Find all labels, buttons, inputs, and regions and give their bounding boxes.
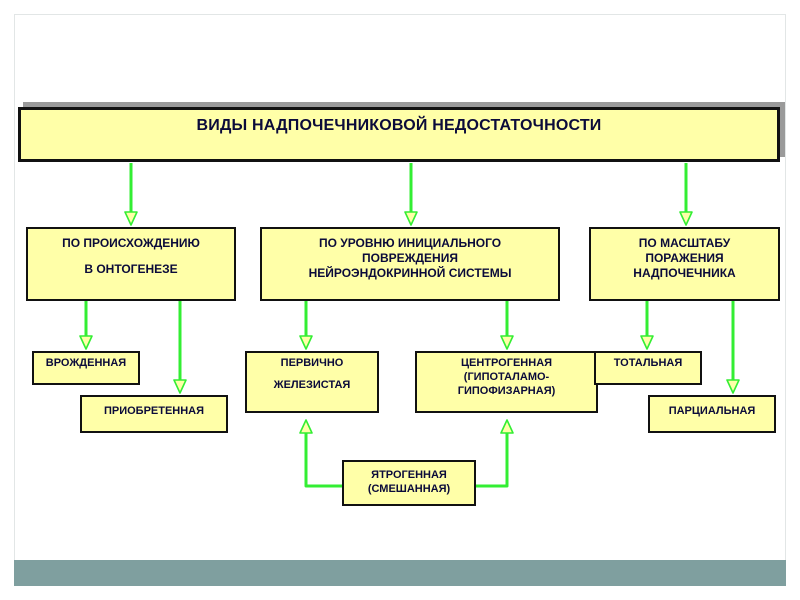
arrowhead-central (500, 335, 514, 350)
leaf-partial: ПАРЦИАЛЬНАЯ (648, 395, 776, 433)
diagram-title: ВИДЫ НАДПОЧЕЧНИКОВОЙ НЕДОСТАТОЧНОСТИ (18, 107, 780, 162)
category-level-line1: ПО УРОВНЮ ИНИЦИАЛЬНОГО (318, 236, 502, 250)
category-scale: ПО МАСШТАБУ ПОРАЖЕНИЯ НАДПОЧЕЧНИКА (589, 227, 780, 301)
leaf-primary-line2: ЖЕЛЕЗИСТАЯ (273, 378, 351, 391)
leaf-congenital-text: ВРОЖДЕННАЯ (45, 357, 127, 369)
category-scale-line2: ПОРАЖЕНИЯ (645, 251, 724, 265)
leaf-central-line1: ЦЕНТРОГЕННАЯ (460, 357, 553, 369)
category-origin: ПО ПРОИСХОЖДЕНИЮ В ОНТОГЕНЕЗЕ (26, 227, 236, 301)
arrowhead-acquired (173, 379, 187, 394)
category-origin-line1: ПО ПРОИСХОЖДЕНИЮ (62, 236, 200, 250)
leaf-iatrogenic-line2: (СМЕШАННАЯ) (367, 483, 451, 495)
diagram-title-text: ВИДЫ НАДПОЧЕЧНИКОВОЙ НЕДОСТАТОЧНОСТИ (196, 116, 602, 134)
leaf-primary: ПЕРВИЧНО ЖЕЛЕЗИСТАЯ (245, 351, 379, 413)
category-origin-line2: В ОНТОГЕНЕЗЕ (84, 262, 178, 276)
footer-bar (14, 560, 786, 586)
arrowhead-up-central (500, 419, 514, 434)
category-scale-line3: НАДПОЧЕЧНИКА (633, 266, 736, 280)
arrow-iatrogenic-to-central (476, 433, 509, 488)
arrow-iatrogenic-to-primary (304, 433, 342, 488)
arrowhead-up-primary (299, 419, 313, 434)
leaf-primary-line1: ПЕРВИЧНО (280, 357, 344, 369)
arrowhead-origin (124, 211, 138, 226)
category-level: ПО УРОВНЮ ИНИЦИАЛЬНОГО ПОВРЕЖДЕНИЯ НЕЙРО… (260, 227, 560, 301)
leaf-partial-text: ПАРЦИАЛЬНАЯ (668, 405, 756, 417)
leaf-total-text: ТОТАЛЬНАЯ (613, 357, 683, 369)
leaf-congenital: ВРОЖДЕННАЯ (32, 351, 140, 385)
leaf-iatrogenic: ЯТРОГЕННАЯ (СМЕШАННАЯ) (342, 460, 476, 506)
category-level-line2: ПОВРЕЖДЕНИЯ (362, 251, 458, 265)
arrowhead-level (404, 211, 418, 226)
arrowhead-primary (299, 335, 313, 350)
arrowhead-total (640, 335, 654, 350)
leaf-acquired-text: ПРИОБРЕТЕННАЯ (103, 405, 205, 417)
arrowhead-partial (726, 379, 740, 394)
leaf-central-line2: (ГИПОТАЛАМО- (463, 370, 550, 383)
arrowhead-scale (679, 211, 693, 226)
leaf-central-line3: ГИПОФИЗАРНАЯ) (457, 384, 556, 397)
leaf-acquired: ПРИОБРЕТЕННАЯ (80, 395, 228, 433)
category-scale-line1: ПО МАСШТАБУ (638, 236, 731, 250)
leaf-iatrogenic-line1: ЯТРОГЕННАЯ (371, 469, 447, 482)
leaf-total: ТОТАЛЬНАЯ (594, 351, 702, 385)
leaf-central: ЦЕНТРОГЕННАЯ (ГИПОТАЛАМО- ГИПОФИЗАРНАЯ) (415, 351, 598, 413)
arrowhead-congenital (79, 335, 93, 350)
category-level-line3: НЕЙРОЭНДОКРИННОЙ СИСТЕМЫ (308, 266, 512, 280)
